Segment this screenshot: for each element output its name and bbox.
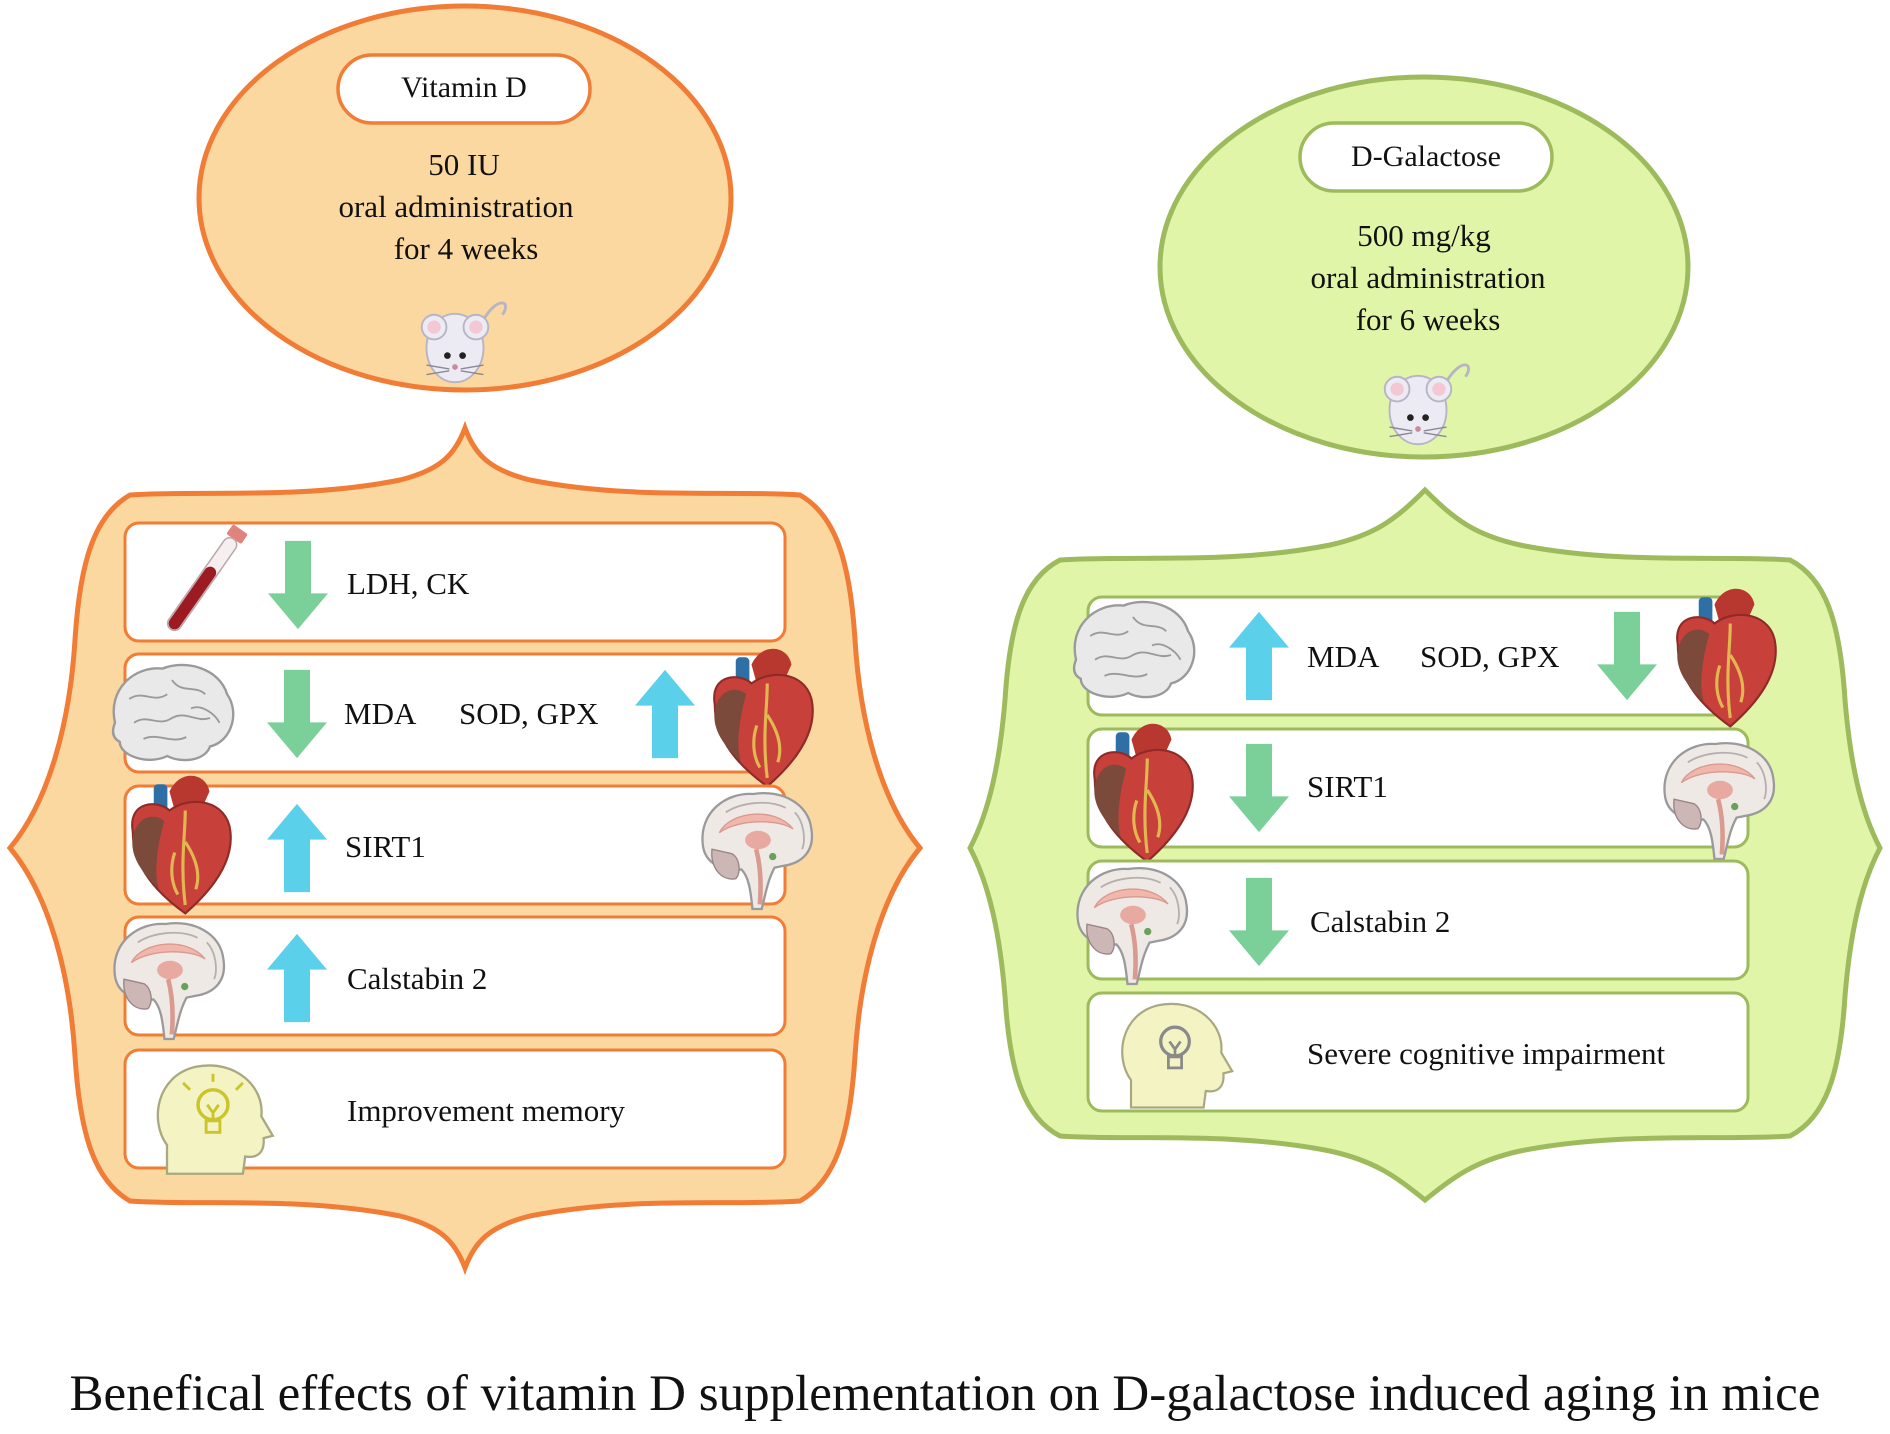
d-galactose-oval — [1157, 74, 1691, 460]
dgal-sirt1-text: SIRT1 — [1307, 769, 1388, 804]
dgal-row-cognition: Severe cognitive impairment — [1086, 991, 1750, 1113]
d-galactose-group: D-Galactose 500 mg/kg oral administratio… — [967, 74, 1883, 1204]
dgal-row-calstabin: Calstabin 2 — [1077, 859, 1750, 984]
dgal-calstabin-text: Calstabin 2 — [1310, 904, 1450, 939]
brain-icon — [111, 663, 235, 762]
d-galactose-duration: for 6 weeks — [1356, 302, 1501, 337]
dgal-mda-text: MDA — [1307, 639, 1380, 674]
d-galactose-label: D-Galactose — [1351, 140, 1501, 173]
vitamin-d-group: Vitamin D 50 IU oral administration for … — [6, 3, 924, 1276]
brain-icon — [1072, 600, 1196, 699]
vitd-ldh-ck-text: LDH, CK — [347, 566, 470, 601]
vitd-mda-text: MDA — [344, 696, 417, 731]
vitamin-d-dose: 50 IU — [428, 147, 499, 182]
vitamin-d-route: oral administration — [338, 189, 574, 224]
vitd-row-memory: Improvement memory — [123, 1048, 787, 1176]
vitd-sod-gpx-text: SOD, GPX — [459, 696, 599, 731]
vitd-row-calstabin: Calstabin 2 — [114, 915, 787, 1039]
vitd-sirt1-text: SIRT1 — [345, 829, 426, 864]
dgal-row-sirt1: SIRT1 — [1086, 722, 1774, 863]
figure-caption: Benefical effects of vitamin D supplemen… — [69, 1366, 1821, 1422]
dgal-cognition-text: Severe cognitive impairment — [1307, 1036, 1665, 1071]
vitd-memory-text: Improvement memory — [347, 1093, 626, 1128]
d-galactose-dose: 500 mg/kg — [1357, 218, 1490, 253]
d-galactose-label-box — [1298, 121, 1554, 193]
vitd-calstabin-text: Calstabin 2 — [347, 961, 487, 996]
vitamin-d-oval — [196, 3, 734, 393]
d-galactose-route: oral administration — [1310, 260, 1546, 295]
dgal-sod-gpx-text: SOD, GPX — [1420, 639, 1560, 674]
dgal-row-mda-sod: MDA SOD, GPX — [1072, 587, 1778, 728]
vitamin-d-label-box — [336, 53, 592, 125]
vitamin-d-label: Vitamin D — [401, 71, 527, 104]
vitamin-d-duration: for 4 weeks — [394, 231, 539, 266]
vitd-row-sirt1: SIRT1 — [123, 774, 812, 915]
vitd-row-ldh-ck: LDH, CK — [123, 521, 787, 643]
vitd-row-mda-sod: MDA SOD, GPX — [111, 647, 815, 788]
